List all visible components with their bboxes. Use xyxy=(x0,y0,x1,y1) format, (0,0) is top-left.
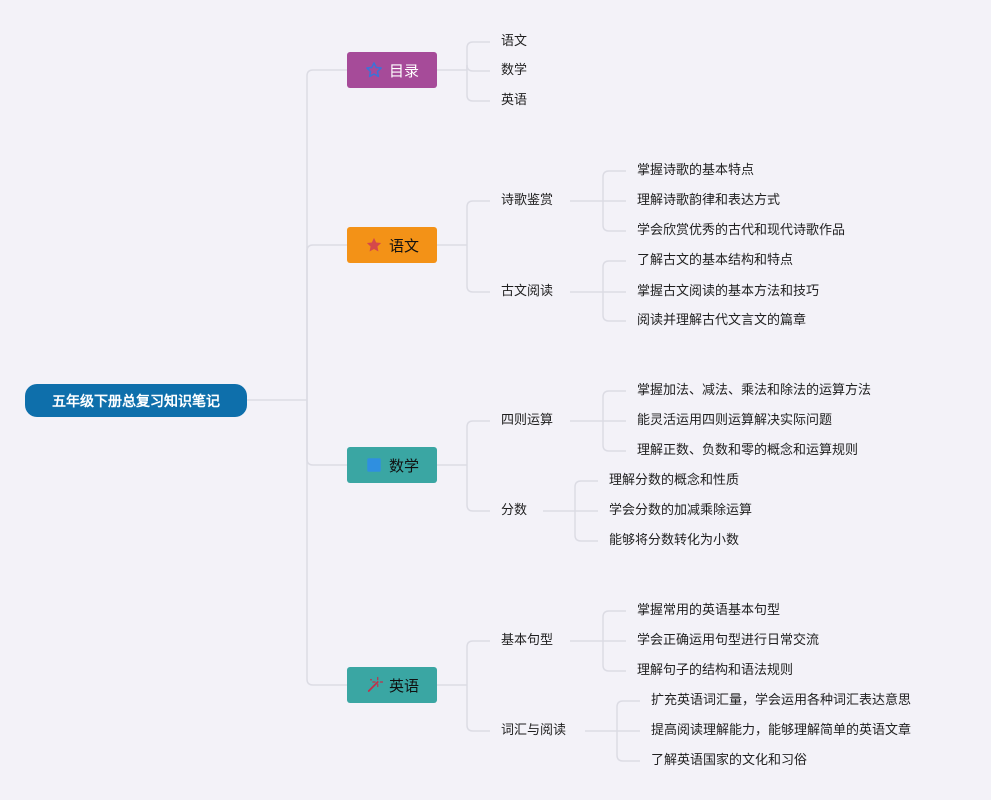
topic-four-operations[interactable]: 四则运算 xyxy=(501,413,554,428)
fractions-connector-link xyxy=(574,511,598,542)
leaf-item[interactable]: 理解正数、负数和零的概念和运算规则 xyxy=(637,443,859,458)
leaf-item[interactable]: 阅读并理解古代文言文的篇章 xyxy=(637,313,807,328)
sentences-connector-link xyxy=(602,641,626,672)
catalog-item-chinese[interactable]: 语文 xyxy=(501,34,528,49)
branch-label: 语文 xyxy=(388,236,419,255)
catalog-item-math[interactable]: 数学 xyxy=(501,63,528,78)
topic-poetry[interactable]: 诗歌鉴赏 xyxy=(501,193,554,208)
classical-connector-link xyxy=(602,260,626,292)
topic-classical-reading[interactable]: 古文阅读 xyxy=(501,284,554,299)
leaf-item[interactable]: 了解英语国家的文化和习俗 xyxy=(651,753,808,768)
topic-basic-sentences[interactable]: 基本句型 xyxy=(501,633,554,648)
fractions-connector-link xyxy=(574,480,598,511)
poetry-connector-link xyxy=(602,201,626,232)
math-connector-link xyxy=(466,420,490,465)
leaf-item[interactable]: 掌握常用的英语基本句型 xyxy=(637,603,781,618)
root-connector-link xyxy=(306,244,347,400)
branch-label: 数学 xyxy=(388,456,419,475)
poetry-connector-link xyxy=(602,170,626,201)
branch-catalog[interactable]: 目录 xyxy=(347,52,437,88)
leaf-item[interactable]: 掌握古文阅读的基本方法和技巧 xyxy=(637,284,820,299)
english-connector-link xyxy=(466,640,490,685)
sentences-connector-link xyxy=(602,610,626,641)
branch-label: 目录 xyxy=(388,61,419,80)
classical-connector-link xyxy=(602,292,626,322)
vocab-connector-link xyxy=(616,731,640,762)
branch-english[interactable]: 英语 xyxy=(347,667,437,703)
leaf-item[interactable]: 了解古文的基本结构和特点 xyxy=(637,253,794,268)
leaf-item[interactable]: 提高阅读理解能力，能够理解简单的英语文章 xyxy=(651,723,912,738)
leaf-item[interactable]: 掌握加法、减法、乘法和除法的运算方法 xyxy=(637,383,872,398)
root-node[interactable]: 五年级下册总复习知识笔记 xyxy=(25,384,247,417)
branch-chinese[interactable]: 语文 xyxy=(347,227,437,263)
star-outline-icon xyxy=(365,61,383,79)
star-filled-icon xyxy=(365,236,383,254)
root-connector-link xyxy=(306,69,347,400)
root-connector-link xyxy=(306,400,347,686)
magic-wand-icon xyxy=(365,676,383,694)
math-connector-link xyxy=(466,465,490,512)
leaf-item[interactable]: 学会分数的加减乘除运算 xyxy=(609,503,753,518)
vocab-connector-link xyxy=(616,700,640,731)
topic-vocabulary-reading[interactable]: 词汇与阅读 xyxy=(501,723,567,738)
leaf-item[interactable]: 能灵活运用四则运算解决实际问题 xyxy=(637,413,833,428)
catalog-connector-link xyxy=(466,70,490,102)
root-connector-link xyxy=(306,400,347,466)
leaf-item[interactable]: 能够将分数转化为小数 xyxy=(609,533,740,548)
branch-math[interactable]: 数学 xyxy=(347,447,437,483)
chinese-connector-link xyxy=(466,200,490,245)
leaf-item[interactable]: 扩充英语词汇量，学会运用各种词汇表达意思 xyxy=(651,693,912,708)
blue-square-icon xyxy=(365,456,383,474)
chinese-connector-link xyxy=(466,245,490,293)
leaf-item[interactable]: 学会正确运用句型进行日常交流 xyxy=(637,633,820,648)
topic-fractions[interactable]: 分数 xyxy=(501,503,528,518)
root-label: 五年级下册总复习知识笔记 xyxy=(52,393,220,410)
leaf-item[interactable]: 理解句子的结构和语法规则 xyxy=(637,663,794,678)
leaf-item[interactable]: 理解诗歌韵律和表达方式 xyxy=(637,193,781,208)
operations-connector-link xyxy=(602,390,626,421)
catalog-item-english[interactable]: 英语 xyxy=(501,93,528,108)
catalog-connector-link xyxy=(466,64,490,72)
english-connector-link xyxy=(466,685,490,732)
branch-label: 英语 xyxy=(388,676,419,695)
operations-connector-link xyxy=(602,421,626,452)
leaf-item[interactable]: 学会欣赏优秀的古代和现代诗歌作品 xyxy=(637,223,846,238)
leaf-item[interactable]: 掌握诗歌的基本特点 xyxy=(637,163,755,178)
leaf-item[interactable]: 理解分数的概念和性质 xyxy=(609,473,740,488)
catalog-connector-link xyxy=(466,41,490,70)
